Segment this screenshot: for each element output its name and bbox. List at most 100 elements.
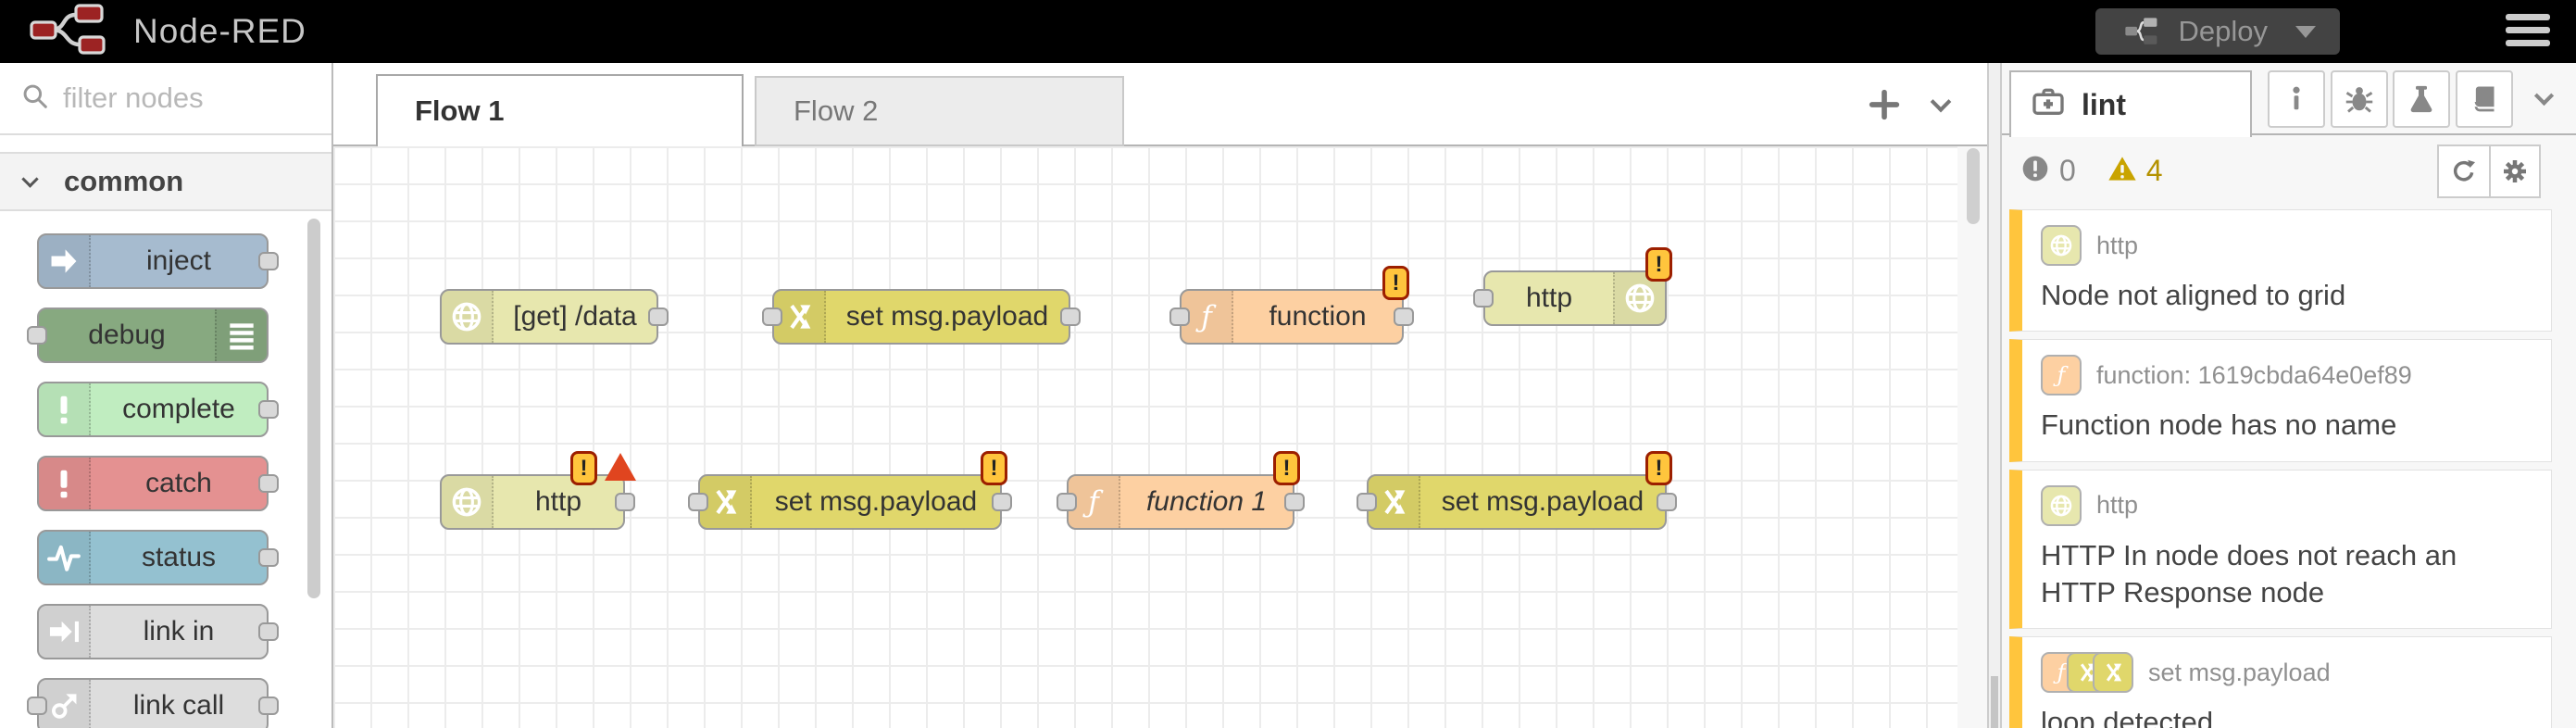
flow-node-function[interactable]: ƒ function!: [1169, 266, 1414, 345]
shuffle-icon: [2093, 652, 2133, 694]
flow-node-get-data[interactable]: [get] /data: [440, 289, 669, 345]
flow-list-chevron-icon[interactable]: [1930, 91, 1952, 113]
lint-issue-message: HTTP In node does not reach an HTTP Resp…: [2041, 538, 2457, 609]
palette-node-link-in[interactable]: link in: [37, 604, 279, 659]
input-port[interactable]: [1473, 289, 1494, 308]
palette-node-list: inject debug complete catch status link in lin…: [0, 211, 331, 728]
docs-book-tab-button[interactable]: [2456, 70, 2513, 128]
svg-text:ƒ: ƒ: [1082, 485, 1104, 519]
input-port[interactable]: [27, 326, 47, 345]
node-label: complete: [122, 394, 235, 424]
main-menu-button[interactable]: [2506, 14, 2550, 46]
globe-icon: [1613, 272, 1665, 324]
node-label: set msg.payload: [774, 486, 978, 517]
link-in-icon: [39, 606, 91, 658]
node-label: set msg.payload: [1441, 486, 1644, 517]
settings-gear-button[interactable]: [2489, 146, 2539, 196]
sidebar-tabs-chevron-icon[interactable]: [2533, 85, 2555, 107]
filter-nodes-input[interactable]: [63, 82, 285, 115]
canvas-scroll-track[interactable]: [1957, 146, 1987, 728]
deploy-label: Deploy: [2178, 15, 2269, 47]
lint-warning-badge: !: [570, 451, 597, 485]
lint-warning-badge: !: [1382, 266, 1409, 300]
flow-tab-flow-1[interactable]: Flow 1: [376, 74, 744, 146]
flow-node-set-msg-payload[interactable]: set msg.payload!: [688, 451, 1012, 530]
deploy-button[interactable]: Deploy: [2095, 8, 2340, 55]
node-label: function: [1269, 301, 1367, 332]
function-f-icon: ƒ: [1182, 291, 1233, 343]
debug-lines-icon: [215, 309, 267, 361]
lint-toolbar: [2437, 144, 2541, 198]
flow-node-http[interactable]: http!: [440, 451, 636, 530]
sidebar-tabbar: lint: [2002, 63, 2576, 137]
output-port[interactable]: [648, 308, 669, 326]
lint-issue-header: http: [2041, 484, 2532, 526]
input-port[interactable]: [27, 697, 47, 715]
flow-node-set-msg-payload[interactable]: set msg.payload!: [1357, 451, 1677, 530]
node-label: function 1: [1145, 486, 1268, 517]
input-port[interactable]: [1357, 493, 1377, 511]
refresh-button[interactable]: [2439, 146, 2489, 196]
header: Node-RED Deploy: [0, 0, 2576, 63]
tab-lint[interactable]: lint: [2009, 70, 2252, 137]
palette-node-debug[interactable]: debug: [27, 308, 269, 363]
lint-issue-node-label: function: 1619cbda64e0ef89: [2096, 360, 2412, 389]
palette-scrollbar[interactable]: [307, 219, 320, 598]
medkit-icon: [2030, 82, 2067, 127]
input-port[interactable]: [688, 493, 708, 511]
test-flask-tab-button[interactable]: [2393, 70, 2450, 128]
sidebar-scrollbar[interactable]: [1991, 676, 1998, 728]
shuffle-icon: [700, 476, 752, 528]
output-port[interactable]: [1657, 493, 1677, 511]
output-port[interactable]: [1284, 493, 1305, 511]
palette-search[interactable]: [0, 63, 331, 135]
sidebar-splitter[interactable]: [1987, 63, 2002, 728]
output-port[interactable]: [615, 493, 635, 511]
output-port[interactable]: [258, 622, 279, 641]
info-tab-button[interactable]: [2268, 70, 2325, 128]
lint-issue-node-label: set msg.payload: [2148, 658, 2331, 686]
palette-node-link-call[interactable]: link call: [27, 678, 279, 728]
node-label: status: [141, 542, 217, 572]
output-port[interactable]: [258, 548, 279, 567]
output-port[interactable]: [258, 252, 279, 270]
flow-node-http[interactable]: http!: [1473, 247, 1672, 326]
exclamation-icon: [39, 383, 91, 435]
palette-node-complete[interactable]: complete: [37, 382, 279, 437]
palette-section-common[interactable]: common: [0, 152, 331, 211]
flow-node-set-msg-payload[interactable]: set msg.payload: [762, 289, 1081, 345]
output-port[interactable]: [258, 400, 279, 419]
canvas-scrollbar[interactable]: [1967, 148, 1980, 224]
node-label: inject: [145, 245, 212, 276]
svg-text:ƒ: ƒ: [1195, 300, 1217, 333]
deploy-caret-icon[interactable]: [2295, 25, 2316, 38]
output-port[interactable]: [1060, 308, 1081, 326]
output-port[interactable]: [258, 474, 279, 493]
output-port[interactable]: [992, 493, 1012, 511]
debug-tab-button[interactable]: [2331, 70, 2388, 128]
add-flow-button[interactable]: [1863, 83, 1906, 126]
lint-warning-badge: !: [981, 451, 1007, 485]
input-port[interactable]: [1169, 308, 1190, 326]
output-port[interactable]: [1394, 308, 1414, 326]
warning-count: 4: [2145, 153, 2163, 187]
palette-node-status[interactable]: status: [37, 530, 279, 585]
lint-warning-badge: !: [1645, 451, 1672, 485]
flow-tab-flow-2[interactable]: Flow 2: [755, 76, 1124, 146]
input-port[interactable]: [762, 308, 782, 326]
palette-node-inject[interactable]: inject: [37, 233, 279, 289]
output-port[interactable]: [258, 697, 279, 715]
node-label: http: [1525, 282, 1573, 313]
input-port[interactable]: [1057, 493, 1077, 511]
pulse-icon: [39, 532, 91, 584]
palette-node-catch[interactable]: catch: [37, 456, 279, 511]
